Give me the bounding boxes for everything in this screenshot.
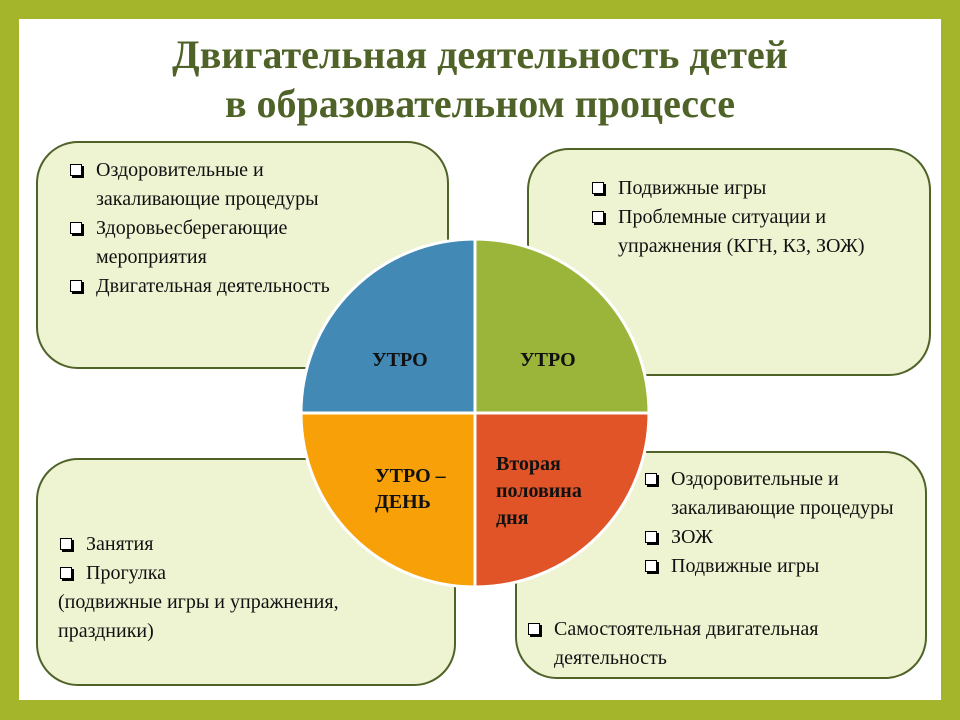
list-item: Занятия	[58, 530, 358, 559]
item-text: Подвижные игры	[671, 555, 820, 577]
list-bottom-right-extra: Самостоятельная двигательная деятельност…	[526, 615, 926, 673]
checkbox-bullet-icon	[70, 222, 82, 234]
item-text: Прогулка	[86, 562, 167, 584]
item-text: Подвижные игры	[618, 177, 767, 199]
checkbox-bullet-icon	[60, 538, 72, 550]
title-line-1: Двигательная деятельность детей	[172, 32, 788, 77]
label-line: Вторая	[496, 453, 561, 475]
list-item: ЗОЖ	[643, 523, 913, 552]
item-text: Оздоровительные и закаливающие процедуры	[96, 159, 319, 210]
item-text: Двигательная деятельность	[96, 275, 330, 297]
quadrant-label-bottom-right: Вторая половина дня	[496, 451, 582, 532]
checkbox-bullet-icon	[592, 211, 604, 223]
checkbox-bullet-icon	[60, 567, 72, 579]
quadrant-afternoon	[473, 411, 651, 589]
quadrant-label-top-right: УТРО	[520, 349, 576, 371]
list-item: Подвижные игры	[590, 174, 900, 203]
item-text: Проблемные ситуации и упражнения (КГН, К…	[618, 206, 865, 257]
list-item: Двигательная деятельность	[68, 272, 368, 301]
item-text: Занятия	[86, 533, 154, 555]
label-line: УТРО –	[375, 465, 446, 487]
slide-title: Двигательная деятельность детей в образо…	[0, 30, 960, 128]
list-item: Оздоровительные и закаливающие процедуры	[68, 156, 368, 214]
checkbox-bullet-icon	[592, 182, 604, 194]
list-item: Оздоровительные и закаливающие процедуры	[643, 465, 913, 523]
list-bottom-left: Занятия Прогулка (подвижные игры и упраж…	[58, 530, 358, 646]
note-text: (подвижные игры и упражнения, праздники)	[58, 591, 339, 642]
checkbox-bullet-icon	[645, 560, 657, 572]
label-line: ДЕНЬ	[375, 491, 431, 513]
quadrant-morning-left	[299, 237, 477, 415]
list-item: Прогулка	[58, 559, 358, 588]
checkbox-bullet-icon	[70, 164, 82, 176]
label-line: половина	[496, 480, 582, 502]
item-text: Самостоятельная двигательная деятельност…	[554, 618, 819, 669]
checkbox-bullet-icon	[645, 531, 657, 543]
list-top-left: Оздоровительные и закаливающие процедуры…	[68, 156, 368, 301]
list-item: Здоровьесберегающие мероприятия	[68, 214, 368, 272]
item-text: ЗОЖ	[671, 526, 713, 548]
list-item: Подвижные игры	[643, 552, 913, 581]
checkbox-bullet-icon	[528, 623, 540, 635]
item-text: Оздоровительные и закаливающие процедуры	[671, 468, 894, 519]
label-line: дня	[496, 507, 529, 529]
quadrant-morning-day	[299, 411, 477, 589]
list-top-right: Подвижные игры Проблемные ситуации и упр…	[590, 174, 900, 261]
item-text: Здоровьесберегающие мероприятия	[96, 217, 288, 268]
title-line-2: в образовательном процессе	[224, 81, 736, 126]
quadrant-label-bottom-left: УТРО – ДЕНЬ	[375, 463, 446, 515]
list-item: Проблемные ситуации и упражнения (КГН, К…	[590, 203, 900, 261]
checkbox-bullet-icon	[70, 280, 82, 292]
list-bottom-right: Оздоровительные и закаливающие процедуры…	[643, 465, 913, 581]
list-item: Самостоятельная двигательная деятельност…	[526, 615, 926, 673]
checkbox-bullet-icon	[645, 473, 657, 485]
quadrant-label-top-left: УТРО	[372, 349, 428, 371]
quadrant-morning-right	[473, 237, 651, 415]
